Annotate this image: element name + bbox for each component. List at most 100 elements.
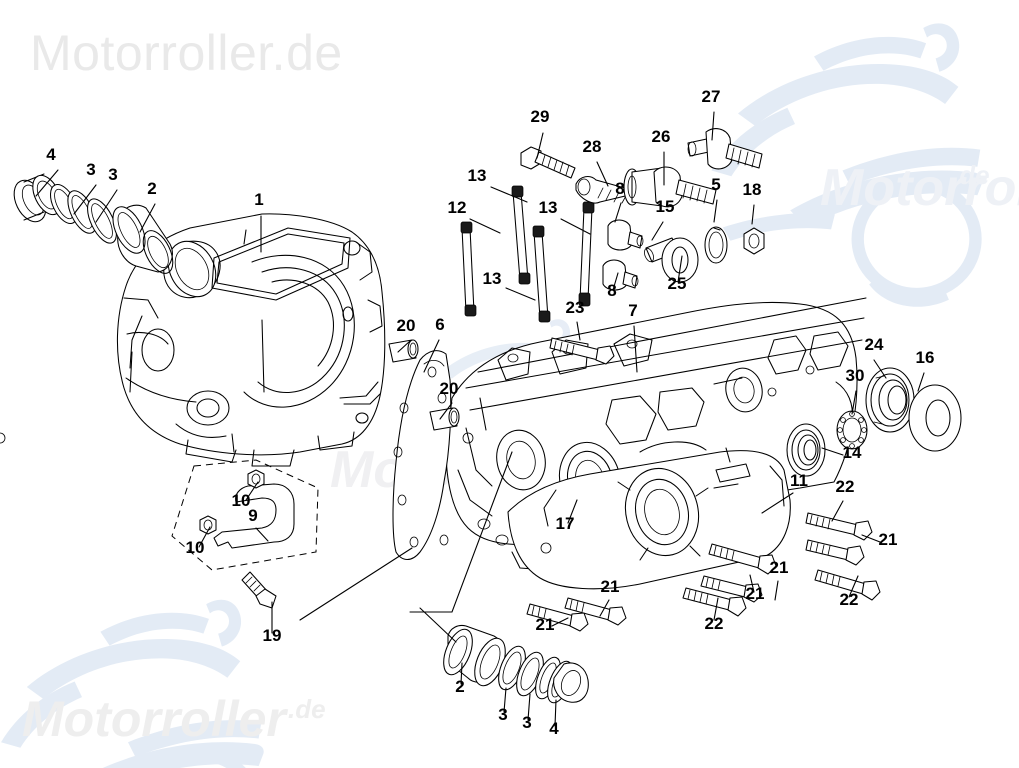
callout-leader xyxy=(917,372,925,392)
part-shift-lever-28 xyxy=(575,175,643,204)
callout-leader xyxy=(423,339,440,373)
part-bolt-23 xyxy=(549,337,615,365)
callout-leader xyxy=(560,218,591,235)
callout-number-4: 4 xyxy=(46,145,56,164)
callout-16: 16 xyxy=(916,348,934,392)
callout-leader xyxy=(505,287,536,301)
callout-30: 30 xyxy=(846,366,865,415)
callout-2: 2 xyxy=(139,179,157,233)
callout-leader xyxy=(567,499,578,524)
callout-15: 15 xyxy=(651,197,674,241)
part-gearshift-shaft-27 xyxy=(687,128,763,170)
callout-leader xyxy=(713,597,719,621)
callout-leader xyxy=(711,111,715,141)
callout-leader xyxy=(761,492,794,514)
callout-leader xyxy=(596,161,609,187)
callout-number-10: 10 xyxy=(186,538,205,557)
callout-leader xyxy=(469,218,501,234)
callout-leader xyxy=(612,272,619,291)
callout-number-23: 23 xyxy=(566,298,585,317)
callout-9: 9 xyxy=(248,506,269,542)
callout-leader xyxy=(255,527,269,542)
callout-leader xyxy=(490,186,528,203)
callout-number-30: 30 xyxy=(846,366,865,385)
callout-leader xyxy=(73,184,97,215)
callout-leader xyxy=(633,325,638,373)
callout-22: 22 xyxy=(831,477,855,522)
callout-number-3: 3 xyxy=(522,713,531,732)
callout-21: 21 xyxy=(536,615,569,634)
callout-leader xyxy=(831,500,844,522)
callout-leader xyxy=(439,402,453,420)
part-oil-pipe-group xyxy=(171,459,319,571)
callout-leader xyxy=(774,580,779,601)
callout-20: 20 xyxy=(439,379,459,420)
callout-leader xyxy=(749,574,755,593)
callout-22: 22 xyxy=(840,575,859,609)
callout-number-8: 8 xyxy=(607,281,616,300)
callout-29: 29 xyxy=(531,107,549,159)
callout-number-3: 3 xyxy=(498,705,507,724)
callout-28: 28 xyxy=(583,137,609,187)
callout-number-7: 7 xyxy=(628,301,637,320)
callout-13: 13 xyxy=(539,198,591,235)
callout-leader xyxy=(751,204,755,225)
callout-leader xyxy=(95,189,118,223)
callout-leader xyxy=(848,575,859,598)
callout-leader xyxy=(851,390,857,415)
callout-18: 18 xyxy=(743,180,761,225)
leader-line-gasket xyxy=(299,547,413,621)
part-seal-16 xyxy=(908,384,962,452)
callout-number-22: 22 xyxy=(705,614,724,633)
callout-leader xyxy=(651,221,664,241)
callout-10: 10 xyxy=(232,481,259,510)
callout-17: 17 xyxy=(556,499,578,533)
callout-number-1: 1 xyxy=(254,190,263,209)
callout-leader xyxy=(245,481,259,501)
callout-number-2: 2 xyxy=(455,677,464,696)
callout-leader xyxy=(527,693,531,721)
callout-number-22: 22 xyxy=(836,477,855,496)
callout-number-6: 6 xyxy=(435,315,444,334)
callout-number-10: 10 xyxy=(232,491,251,510)
callout-leader xyxy=(139,203,156,233)
callout-leader xyxy=(551,617,569,627)
callout-number-20: 20 xyxy=(440,379,459,398)
part-hex-nut-18 xyxy=(743,227,765,255)
callout-8: 8 xyxy=(607,272,619,300)
callout-leader xyxy=(35,169,59,197)
callout-23: 23 xyxy=(566,298,585,341)
callout-12: 12 xyxy=(448,198,501,234)
part-bearing-24 xyxy=(865,367,915,433)
callout-number-3: 3 xyxy=(86,160,95,179)
callout-number-21: 21 xyxy=(746,584,765,603)
callout-number-8: 8 xyxy=(615,179,624,198)
callout-10: 10 xyxy=(186,526,211,557)
callout-21: 21 xyxy=(599,577,619,617)
callout-25: 25 xyxy=(668,255,686,293)
callout-leader xyxy=(536,132,544,159)
callout-number-9: 9 xyxy=(248,506,257,525)
leader-line-long xyxy=(409,451,513,613)
part-circlip-5 xyxy=(704,226,728,264)
callout-7: 7 xyxy=(628,301,638,373)
callout-21: 21 xyxy=(746,574,765,603)
callout-leader xyxy=(503,687,507,713)
callout-22: 22 xyxy=(705,597,724,633)
callout-19: 19 xyxy=(263,601,281,645)
callout-number-22: 22 xyxy=(840,590,859,609)
callout-leader xyxy=(599,599,610,617)
callout-21: 21 xyxy=(861,530,897,549)
part-hex-bolt-29 xyxy=(520,146,576,179)
callout-8: 8 xyxy=(614,179,625,223)
part-crankcase-left-half xyxy=(116,213,386,467)
part-grommets-8 xyxy=(602,219,644,291)
callout-number-21: 21 xyxy=(770,558,789,577)
callout-leader xyxy=(460,662,463,685)
callout-leader xyxy=(397,340,411,353)
callout-number-20: 20 xyxy=(397,316,416,335)
callout-5: 5 xyxy=(711,175,721,223)
callout-number-5: 5 xyxy=(711,175,720,194)
callout-26: 26 xyxy=(652,127,670,186)
